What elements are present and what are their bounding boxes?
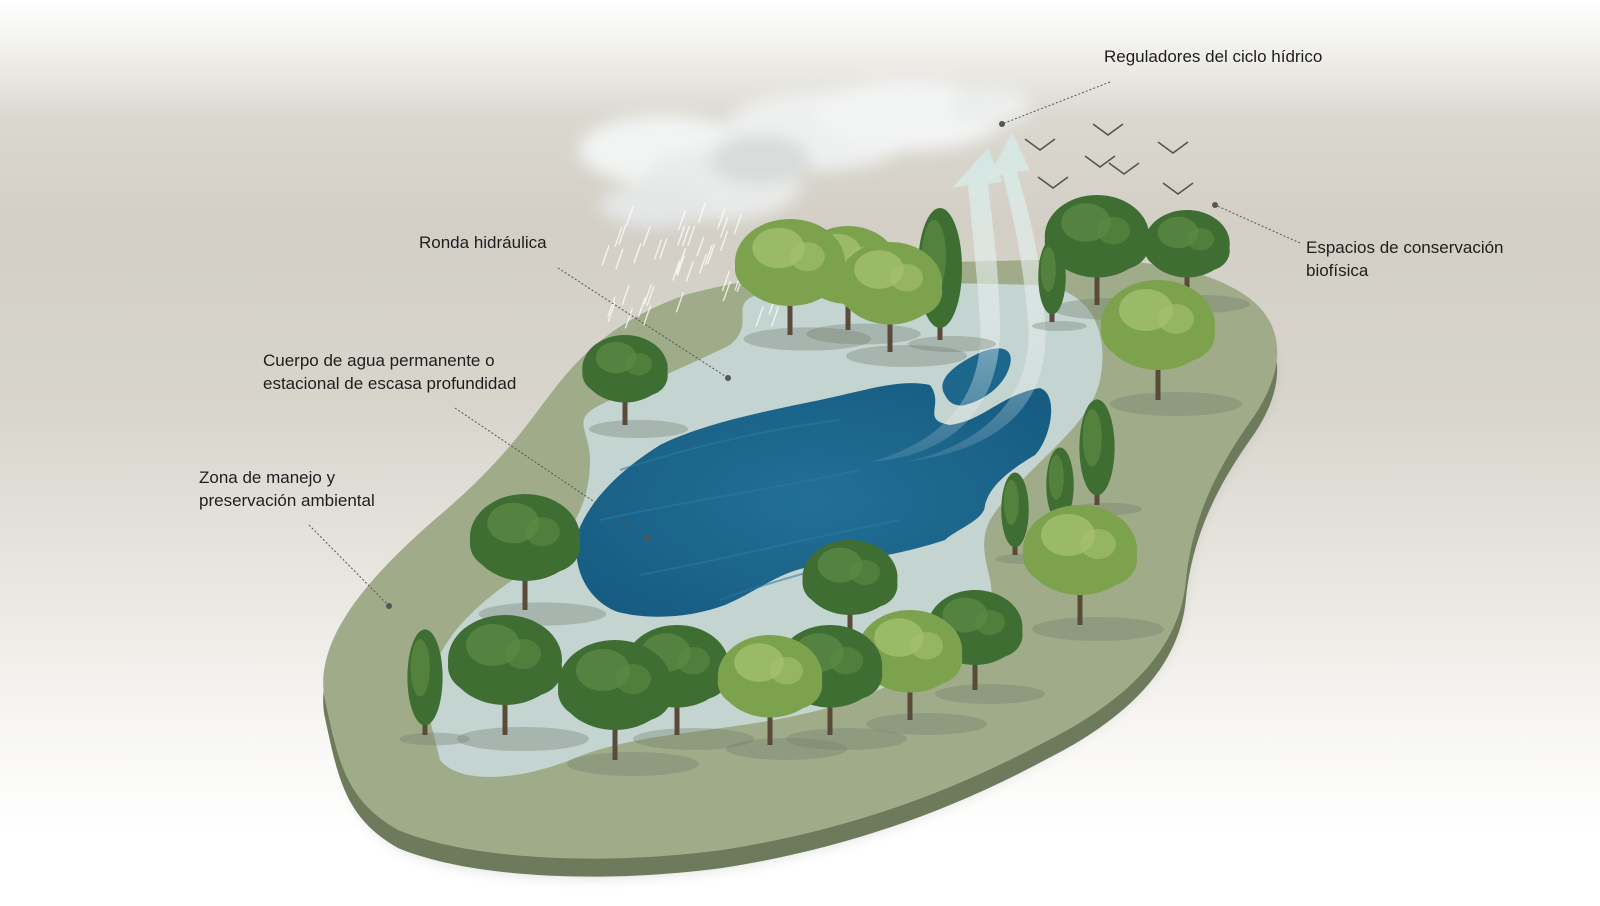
rain-streak (621, 284, 630, 306)
label-line: Espacios de conservación (1306, 238, 1504, 257)
marker-espacios (1212, 202, 1218, 208)
rain-streak (733, 214, 742, 235)
label-ronda-hidraulica: Ronda hidráulica (419, 231, 547, 254)
marker-cuerpo (645, 535, 651, 541)
tree-icon (558, 640, 699, 776)
rain-streak (722, 280, 731, 302)
leader-zona (308, 524, 390, 607)
tree-icon (717, 635, 847, 760)
label-line: preservación ambiental (199, 491, 375, 510)
rain-streak (653, 239, 663, 260)
rain-streak (717, 208, 726, 229)
tree-icon (399, 629, 470, 746)
marker-ronda (725, 375, 731, 381)
leader-reguladores (1001, 81, 1111, 125)
rain-streak (676, 255, 685, 276)
rain-streak (601, 245, 610, 266)
rain-streak (633, 243, 642, 264)
label-line: estacional de escasa profundidad (263, 374, 517, 393)
bird-icon (1037, 176, 1069, 189)
label-cuerpo-de-agua: Cuerpo de agua permanente o estacional d… (263, 349, 516, 395)
tree-icon (448, 615, 589, 751)
label-line: biofísica (1306, 261, 1369, 280)
bird-icon (1157, 141, 1189, 154)
leader-lines (308, 81, 1301, 607)
rain-streak (677, 209, 687, 231)
marker-zona (386, 603, 392, 609)
tree-icon (837, 242, 967, 367)
leader-espacios (1214, 204, 1301, 244)
rain-streak (685, 261, 694, 282)
rain-streak (698, 253, 708, 274)
rain-streak (618, 224, 627, 245)
tree-icon (1032, 239, 1087, 331)
label-zona-de-manejo: Zona de manejo y preservación ambiental (199, 466, 375, 512)
tree-icon (734, 219, 872, 351)
label-line: Ronda hidráulica (419, 233, 547, 252)
rain-streak (642, 225, 651, 247)
rain-streak (607, 296, 616, 317)
rain-streak (671, 260, 681, 281)
tree-icon (995, 472, 1050, 564)
rain-streak (624, 308, 634, 329)
rain-streak (720, 217, 729, 238)
tree-icon (857, 610, 987, 735)
bird-icon (1024, 123, 1194, 195)
rain-streak (643, 284, 653, 305)
rain-streak (719, 230, 729, 252)
rain-streak (704, 244, 713, 266)
rain-streak (770, 306, 780, 327)
bird-icon (1024, 138, 1056, 151)
rain-streak (697, 202, 707, 223)
rain-streak (625, 205, 635, 226)
arrow-icon (870, 132, 1046, 462)
label-line: Cuerpo de agua permanente o (263, 351, 495, 370)
cloud-icon (580, 80, 1030, 227)
rain-streak (675, 291, 685, 313)
rain-streak (681, 225, 691, 247)
rain-streak (646, 285, 655, 307)
marker-reguladores (999, 121, 1005, 127)
rain-streak (614, 226, 623, 248)
leader-cuerpo (454, 407, 649, 539)
tree-group (399, 195, 1250, 776)
label-espacios-conservacion: Espacios de conservación biofísica (1306, 236, 1504, 282)
bird-icon (1162, 182, 1194, 195)
tree-icon (582, 335, 688, 438)
rain-streak (643, 304, 652, 326)
label-line: Zona de manejo y (199, 468, 336, 487)
rain-streak (721, 270, 731, 292)
rain-streak (677, 248, 687, 269)
rain-streak (755, 306, 764, 327)
rain-streak (637, 297, 647, 318)
leader-ronda (557, 267, 729, 379)
tree-icon (1023, 505, 1164, 641)
rain-streak (687, 225, 696, 247)
tree-icon (1101, 280, 1242, 416)
label-reguladores-ciclo-hidrico: Reguladores del ciclo hídrico (1104, 45, 1322, 68)
rain-streak (677, 225, 686, 246)
rain-streak (659, 238, 668, 259)
rain-streak (615, 248, 624, 270)
tree-icon (469, 494, 607, 626)
label-line: Reguladores del ciclo hídrico (1104, 47, 1323, 66)
rain-streak (696, 236, 705, 257)
rain-streak (607, 301, 616, 323)
bird-icon (1108, 162, 1140, 175)
rain-streak (706, 243, 716, 265)
bird-icon (1092, 123, 1124, 136)
bird-icon (1084, 155, 1116, 168)
